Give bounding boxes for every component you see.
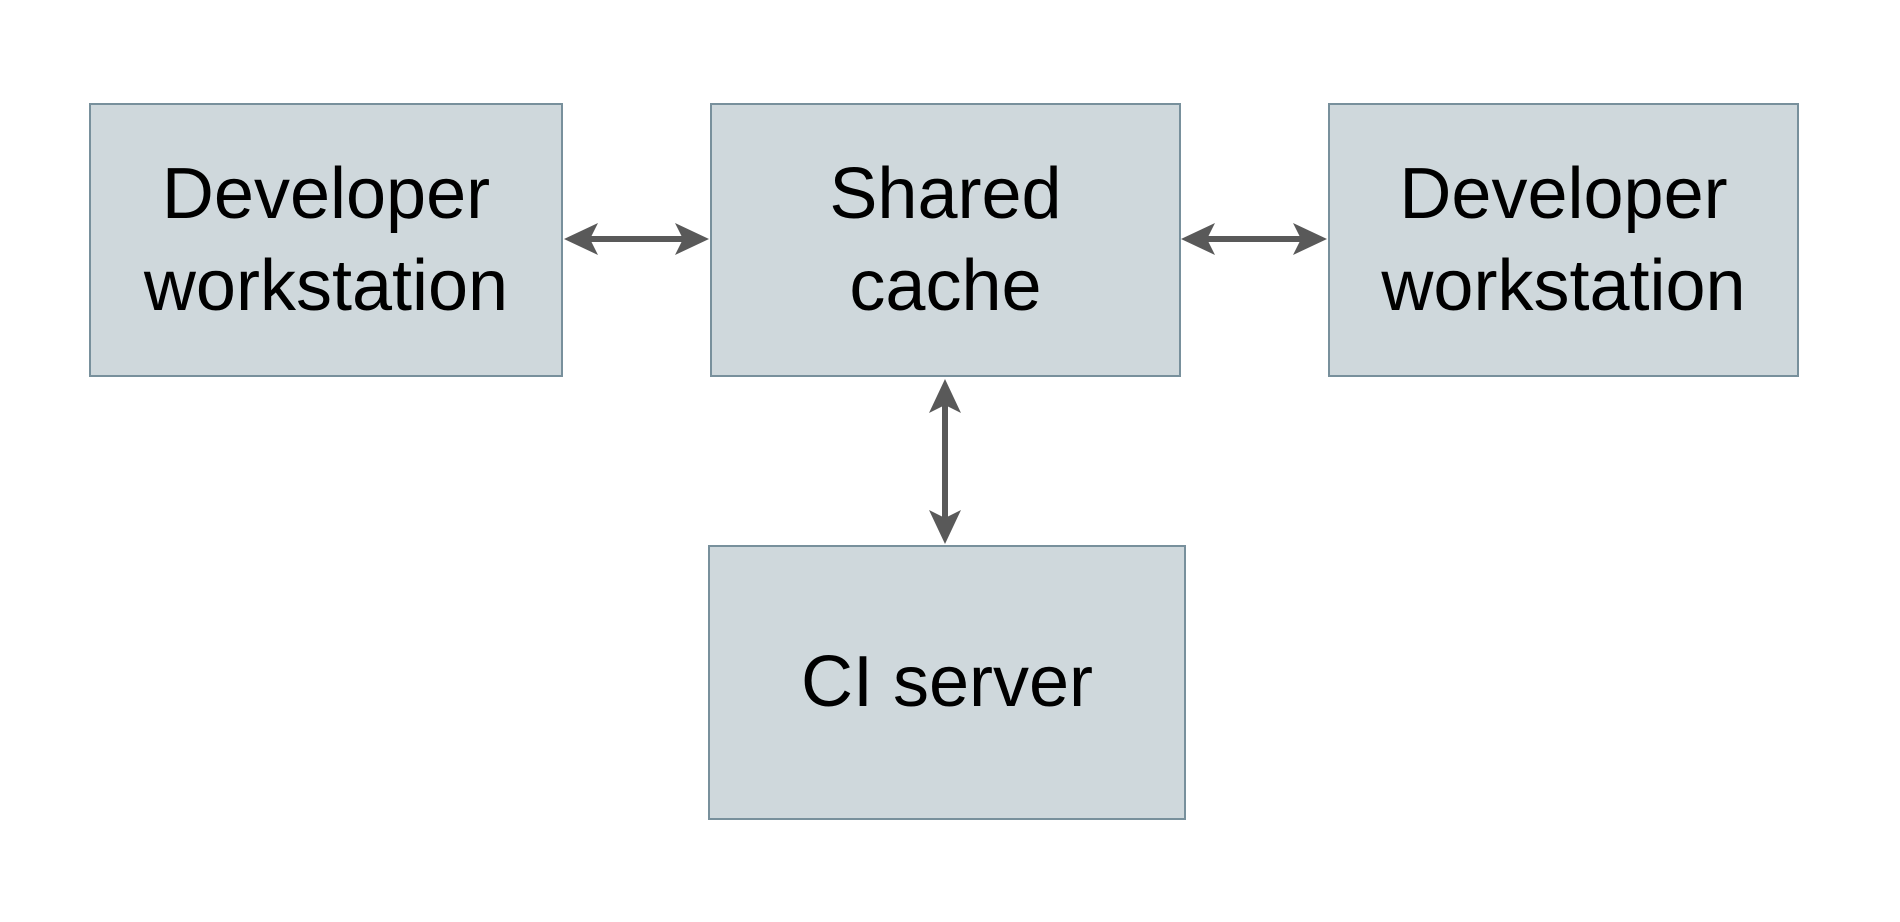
node-developer-workstation-right: Developer workstation	[1328, 103, 1799, 377]
bidirectional-arrow-cache-right-workstation	[1181, 223, 1327, 255]
node-developer-workstation-left-label: Developer workstation	[143, 153, 509, 326]
node-developer-workstation-right-label: Developer workstation	[1381, 153, 1746, 326]
bidirectional-arrow-cache-ci-server	[929, 379, 961, 544]
node-shared-cache: Shared cache	[710, 103, 1181, 377]
bidirectional-arrow-left-workstation-cache	[564, 223, 709, 255]
node-developer-workstation-left: Developer workstation	[89, 103, 563, 377]
node-shared-cache-label: Shared cache	[829, 153, 1062, 326]
node-ci-server: CI server	[708, 545, 1186, 820]
node-ci-server-label: CI server	[800, 642, 1094, 723]
